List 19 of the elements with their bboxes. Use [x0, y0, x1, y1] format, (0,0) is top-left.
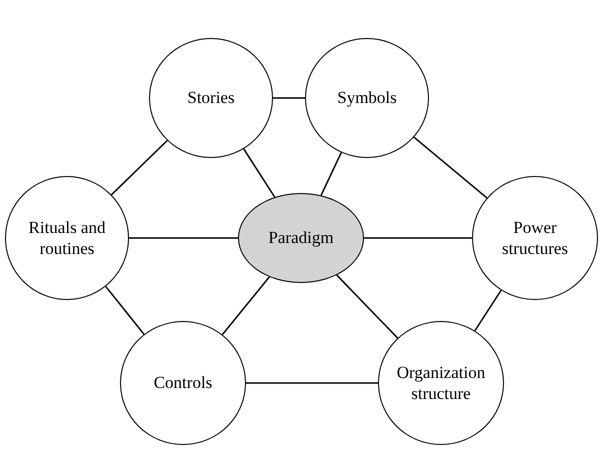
connector-line — [222, 276, 270, 336]
node-label: Power structures — [500, 216, 570, 260]
connector-line — [414, 136, 488, 199]
connector-line — [474, 290, 502, 332]
connector-line — [105, 286, 145, 335]
node-label: Controls — [154, 372, 212, 394]
connector-line — [246, 382, 378, 384]
node-label: Rituals and routines — [28, 216, 106, 260]
connector-line — [110, 140, 168, 196]
connector-line — [129, 237, 238, 239]
connector-line — [320, 152, 342, 196]
node-label: Organization structure — [396, 362, 486, 404]
connector-line — [273, 97, 305, 99]
connector-line — [243, 148, 276, 198]
connector-line — [336, 274, 398, 339]
node-label: Paradigm — [268, 227, 334, 249]
node-label: Stories — [187, 87, 235, 109]
connector-line — [364, 237, 472, 239]
node-label: Symbols — [337, 87, 397, 109]
